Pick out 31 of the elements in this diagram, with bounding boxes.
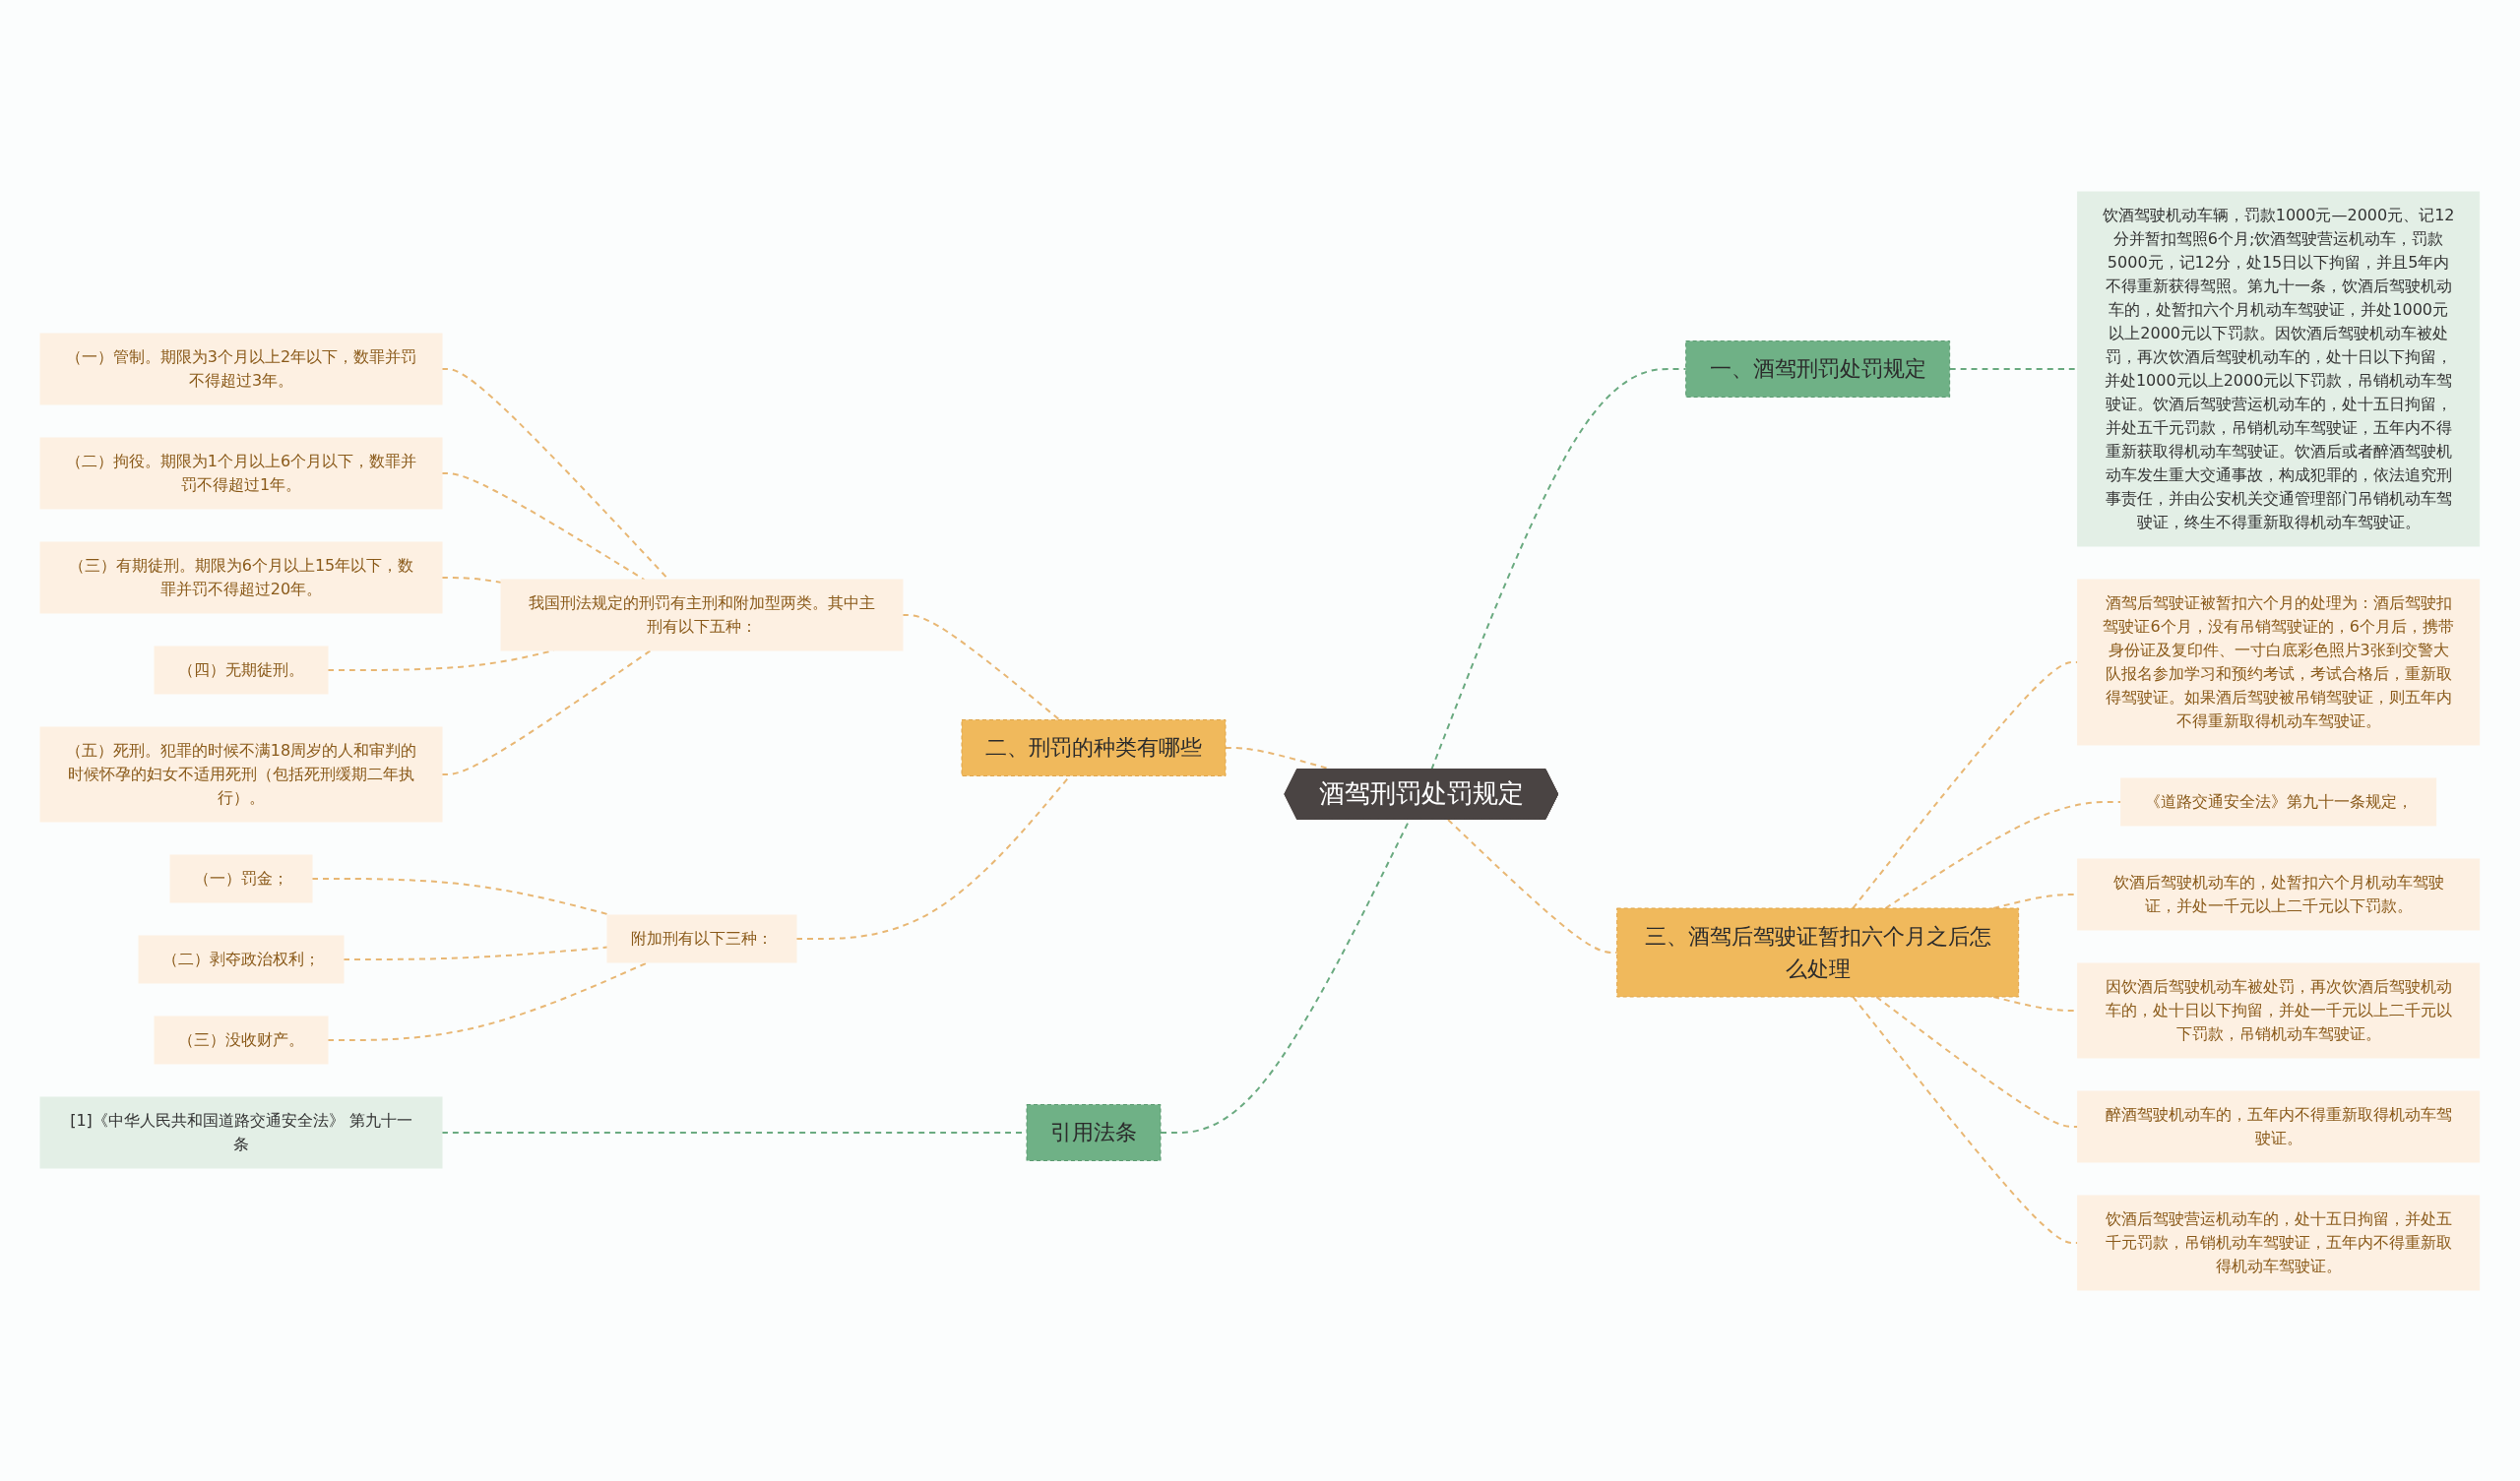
connector [1852,995,2079,1244]
connector [1875,995,2079,1128]
connector [1852,660,2079,909]
node-box: 《道路交通安全法》第九十一条规定， [2120,777,2437,826]
node-box: （二）剥夺政治权利； [138,935,345,983]
node-box: 因饮酒后驾驶机动车被处罚，再次饮酒后驾驶机动车的，处十日以下拘留，并处一千元以上二千元以下罚款，吊销机动车驾驶证。 [2077,962,2481,1058]
connector [441,648,653,775]
node-box: （二）拘役。期限为1个月以上6个月以下，数罪并罚不得超过1年。 [39,437,443,509]
node-box: （五）死刑。犯罪的时候不满18周岁的人和审判的时候怀孕的妇女不适用死刑（包括死刑缓期二年执行）。 [39,726,443,822]
node-box: 饮酒驾驶机动车辆，罚款1000元—2000元、记12分并暂扣驾照6个月;饮酒驾驶营运机动车，罚款5000元，记12分，处15日以下拘留，并且5年内不得重新获得驾照。第九十一条，饮酒后驾驶机动车的，处暂扣六个月机动车驾驶证，并处1000元以上2000元以下罚款。因饮酒后驾驶机动车被处罚，再次饮酒后驾驶机动车的，处十日以下拘留，并处1000元以上2000元以下罚款，吊销机动车驾驶证。饮酒后驾驶营运机动车的，处十五日拘留，并处五千元罚款，吊销机动车驾驶证，五年内不得重新获取得机动车驾驶证。饮酒后或者醉酒驾驶机动车发生重大交通事故，构成犯罪的，依法追究刑事责任，并由公安机关交通管理部门吊销机动车驾驶证，终生不得重新取得机动车驾驶证。 [2077,191,2481,546]
node-box: 醉酒驾驶机动车的，五年内不得重新取得机动车驾驶证。 [2077,1090,2481,1162]
node-box: 附加刑有以下三种： [606,914,797,962]
node-box: 三、酒驾后驾驶证暂扣六个月之后怎么处理 [1616,907,2020,997]
connector [343,946,609,960]
node-box: 引用法条 [1026,1103,1162,1161]
node-box: （一）管制。期限为3个月以上2年以下，数罪并罚不得超过3年。 [39,333,443,404]
node-box: 二、刑罚的种类有哪些 [961,718,1227,776]
node-box: 一、酒驾刑罚处罚规定 [1685,339,1951,398]
connector [441,471,646,581]
node-box: [1]《中华人民共和国道路交通安全法》 第九十一条 [39,1096,443,1168]
node-box: （四）无期徒刑。 [154,646,329,694]
connector [902,613,1061,720]
node-box: 饮酒后驾驶机动车的，处暂扣六个月机动车驾驶证，并处一千元以上二千元以下罚款。 [2077,858,2481,930]
connector [1884,800,2122,909]
node-box: 饮酒后驾驶营运机动车的，处十五日拘留，并处五千元罚款，吊销机动车驾驶证，五年内不得重新取得机动车驾驶证。 [2077,1195,2481,1290]
node-box: 酒驾后驾驶证被暂扣六个月的处理为：酒后驾驶扣驾驶证6个月，没有吊销驾驶证的，6个月后，携带身份证及复印件、一寸白底彩色照片3张到交警大队报名参加学习和预约考试，考试合格后，重新取得驾驶证。如果酒后驾驶被吊销驾驶证，则五年内不得重新取得机动车驾驶证。 [2077,579,2481,745]
node-box: 我国刑法规定的刑罚有主刑和附加型两类。其中主刑有以下五种： [500,579,904,650]
node-box: （三）没收财产。 [154,1016,329,1064]
connector [441,576,503,584]
node-box: （三）有期徒刑。期限为6个月以上15年以下，数罪并罚不得超过20年。 [39,541,443,613]
node-box: （一）罚金； [169,854,313,902]
